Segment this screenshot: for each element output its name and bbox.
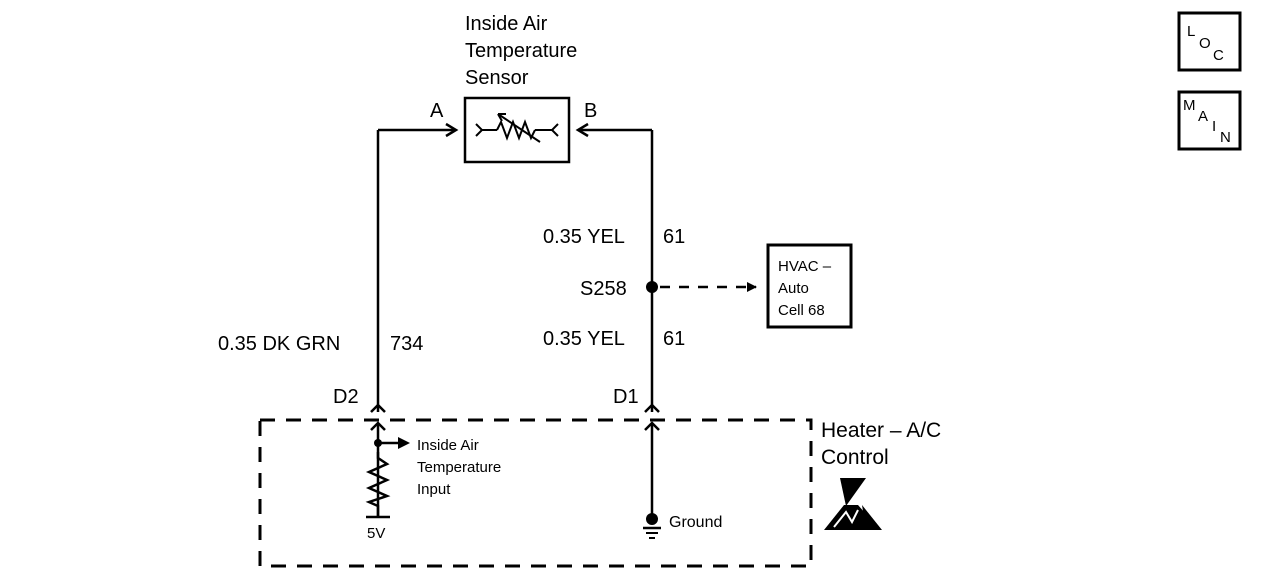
main-letter-m: M	[1183, 97, 1196, 114]
ground-label: Ground	[669, 514, 722, 531]
connector-d2-terminal	[370, 403, 386, 431]
input-label-line-1: Inside Air	[417, 437, 479, 454]
pullup-resistor-icon	[365, 452, 391, 516]
input-junction	[374, 437, 410, 449]
main-button[interactable]: M A I N	[1177, 90, 1242, 151]
connector-right-label: D1	[613, 386, 639, 408]
loc-letter-c: C	[1213, 47, 1224, 64]
hvac-reference-line-1: HVAC –	[778, 258, 832, 275]
sensor-pin-b: B	[584, 100, 597, 122]
sensor-title-line-3: Sensor	[465, 67, 529, 89]
hvac-reference-line-2: Auto	[778, 280, 809, 297]
left-wire-color: 0.35 DK GRN	[218, 333, 340, 355]
main-letter-i: I	[1212, 118, 1216, 135]
main-letter-a: A	[1198, 108, 1208, 125]
module-title-line-2: Control	[821, 446, 889, 469]
module-title-line-1: Heater – A/C	[821, 419, 941, 442]
ground-icon	[643, 513, 661, 539]
esd-warning-icon	[824, 478, 882, 530]
main-letter-n: N	[1220, 129, 1231, 146]
right-wire-upper-number: 61	[663, 226, 685, 248]
input-label-line-3: Input	[417, 481, 451, 498]
splice-label: S258	[580, 278, 627, 300]
sensor-title-line-2: Temperature	[465, 40, 577, 62]
right-wire-upper-color: 0.35 YEL	[543, 226, 625, 248]
wire-left	[376, 122, 459, 516]
hvac-reference-line-3: Cell 68	[778, 302, 825, 319]
right-wire-lower-color: 0.35 YEL	[543, 328, 625, 350]
left-wire-number: 734	[390, 333, 423, 355]
connector-left-label: D2	[333, 386, 359, 408]
sensor-pin-a: A	[430, 100, 444, 122]
loc-letter-o: O	[1199, 35, 1211, 52]
wire-right	[575, 122, 654, 514]
voltage-label: 5V	[367, 525, 385, 542]
right-wire-lower-number: 61	[663, 328, 685, 350]
connector-d1-terminal	[644, 403, 660, 431]
hvac-reference-box[interactable]: HVAC – Auto Cell 68	[766, 243, 853, 329]
sensor-box	[463, 96, 571, 164]
loc-letter-l: L	[1187, 23, 1195, 40]
sensor-title-line-1: Inside Air	[465, 13, 548, 35]
thermistor-icon	[475, 113, 559, 143]
module-boundary	[258, 418, 813, 568]
input-label-line-2: Temperature	[417, 459, 501, 476]
splice-dot	[646, 281, 658, 293]
loc-button[interactable]: L O C	[1177, 11, 1242, 72]
